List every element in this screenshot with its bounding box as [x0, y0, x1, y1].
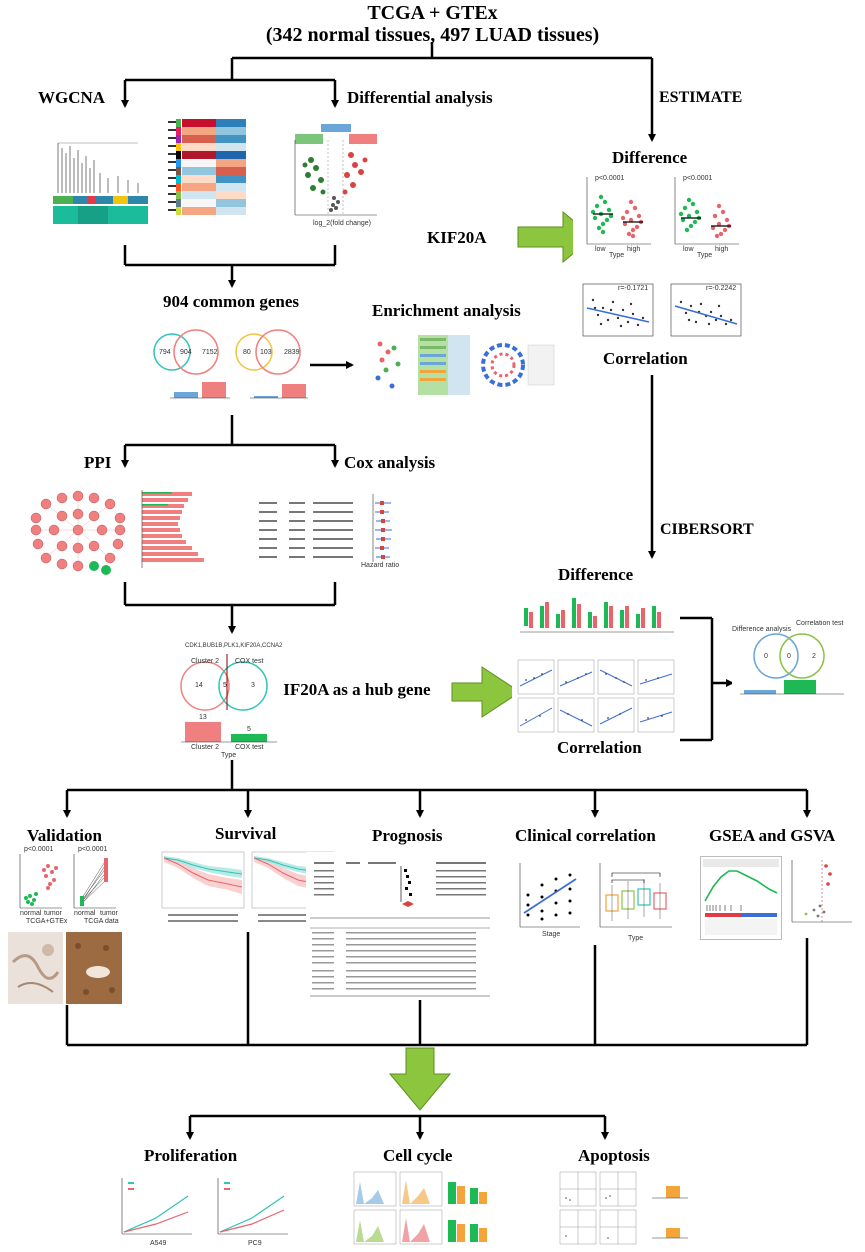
enrichment-plots-thumb [368, 330, 556, 400]
gsva-volcano-thumb [784, 856, 856, 938]
validation-tumor2: tumor [100, 910, 118, 917]
venn2-middle: 103 [260, 349, 272, 356]
validation-source1: TCGA+GTEx [26, 918, 68, 925]
label-gsea-gsva: GSEA and GSVA [709, 826, 836, 845]
label-clinical-correlation: Clinical correlation [515, 826, 656, 845]
ppi-degree-bar-thumb [136, 488, 208, 578]
immunescore-low: low [595, 246, 606, 253]
venn-cluster-label: Cluster 2 [191, 658, 220, 665]
label-correlation-mid: Correlation [557, 738, 642, 757]
validation-p1: p<0.0001 [24, 846, 54, 853]
stromalscore-dotplot-thumb: p<0.0001 low high Type [661, 172, 743, 260]
ihc-normal-image [8, 932, 63, 1004]
validation-normal2: normal [74, 910, 96, 917]
cox-xlabel: Hazard ratio [361, 562, 400, 569]
title-samples: (342 normal tissues, 497 LUAD tissues) [265, 24, 600, 46]
green-arrow-down [388, 1047, 452, 1111]
title-source: TCGA + GTEx [367, 2, 498, 24]
label-cox: Cox analysis [344, 453, 436, 472]
immunescore-high: high [627, 246, 641, 253]
label-apoptosis: Apoptosis [578, 1146, 650, 1165]
label-prognosis: Prognosis [372, 826, 443, 845]
immune-correlation-r: r=-0.1721 [618, 285, 649, 292]
label-enrichment: Enrichment analysis [372, 301, 521, 320]
label-correlation-top: Correlation [603, 349, 688, 368]
stromalscore-low: low [683, 246, 694, 253]
clinical-correlation-thumb: Stage Type [508, 855, 678, 945]
common-genes-venn-thumb: 794 904 7152 80 103 2839 [150, 322, 310, 414]
bar-cluster-label: Cluster 2 [191, 744, 220, 751]
cibersort-correlation-grid-thumb [512, 656, 677, 738]
hub-gene-venn-thumb: CDK1,BUB1B,PLK1,KIF20A,CCNA2 Cluster 2 C… [173, 640, 283, 760]
label-difference-top: Difference [612, 148, 688, 167]
venn-hub-left: 14 [195, 682, 203, 689]
validation-plots-thumb: p<0.0001 p<0.0001 normal tumor normal tu… [8, 846, 120, 926]
bar-cox-value: 5 [247, 726, 251, 733]
proliferation-curves-thumb: A549 PC9 [108, 1170, 296, 1250]
apoptosis-thumb [556, 1168, 696, 1250]
wgcna-heatmap-thumb [160, 107, 252, 232]
volcano-plot-thumb: log_2(fold change) [283, 120, 381, 230]
label-ppi: PPI [84, 453, 112, 472]
venn1-middle: 904 [180, 349, 192, 356]
ihc-tumor-image [66, 932, 122, 1004]
green-arrow-hub [451, 666, 521, 718]
validation-p2: p<0.0001 [78, 846, 108, 853]
gsea-plot-thumb [700, 856, 782, 940]
cell-cycle-thumb [350, 1168, 500, 1250]
venn3-left: 0 [764, 653, 768, 660]
bar-type-label: Type [221, 752, 237, 759]
bar-cluster-value: 13 [199, 714, 207, 721]
label-validation: Validation [27, 826, 102, 845]
venn3-label-corr: Correlation test [796, 620, 844, 627]
venn1-left: 794 [159, 349, 171, 356]
venn3-label-diff: Difference analysis [732, 626, 792, 633]
validation-tumor1: tumor [44, 910, 62, 917]
stromal-correlation-r: r=-0.2242 [706, 285, 737, 292]
clinical-stage-label: Stage [542, 931, 561, 938]
stromalscore-pvalue: p<0.0001 [683, 175, 713, 182]
clinical-type-label: Type [628, 935, 644, 942]
venn3-middle: 0 [787, 653, 791, 660]
proliferation-a549: A549 [150, 1240, 167, 1247]
validation-source2: TCGA data [84, 918, 119, 925]
immunescore-dotplot-thumb: p<0.0001 low high Type [573, 172, 655, 260]
venn-cox-label: COX test [235, 658, 264, 665]
label-estimate: ESTIMATE [659, 89, 743, 106]
stromalscore-high: high [715, 246, 729, 253]
label-proliferation: Proliferation [144, 1146, 238, 1165]
label-common-genes: 904 common genes [163, 292, 299, 311]
proliferation-pc9: PC9 [248, 1240, 262, 1247]
label-cibersort: CIBERSORT [660, 521, 754, 538]
cibersort-venn-thumb: Difference analysis Correlation test 0 0… [732, 620, 850, 708]
volcano-xlabel: log_2(fold change) [313, 220, 371, 227]
immune-correlation-thumb: r=-0.1721 [573, 280, 655, 346]
stromalscore-type: Type [697, 252, 713, 259]
label-hub-gene: KIF20A as a hub gene [270, 680, 431, 699]
venn2-left: 80 [243, 349, 251, 356]
label-difference-mid: Difference [558, 565, 634, 584]
validation-normal1: normal [20, 910, 42, 917]
label-kif20a: KIF20A [427, 228, 487, 247]
venn3-right: 2 [812, 653, 816, 660]
ppi-network-thumb [26, 488, 134, 578]
venn-hub-right: 3 [251, 682, 255, 689]
hub-gene-list: CDK1,BUB1B,PLK1,KIF20A,CCNA2 [185, 643, 283, 649]
bar-cox-label: COX test [235, 744, 264, 751]
label-differential-analysis: Differential analysis [347, 88, 493, 107]
label-survival: Survival [215, 824, 277, 843]
label-wgcna: WGCNA [38, 88, 106, 107]
venn1-right: 7152 [202, 349, 218, 356]
cibersort-boxplot-thumb [512, 588, 677, 648]
cox-forest-thumb: Hazard ratio [255, 490, 403, 570]
prognosis-table-thumb [306, 852, 494, 1000]
immunescore-pvalue: p<0.0001 [595, 175, 625, 182]
wgcna-dendrogram-thumb [38, 138, 150, 228]
immunescore-type: Type [609, 252, 625, 259]
label-cell-cycle: Cell cycle [383, 1146, 453, 1165]
stromal-correlation-thumb: r=-0.2242 [661, 280, 743, 346]
venn-hub-middle: 5 [223, 682, 227, 689]
venn2-right: 2839 [284, 349, 300, 356]
